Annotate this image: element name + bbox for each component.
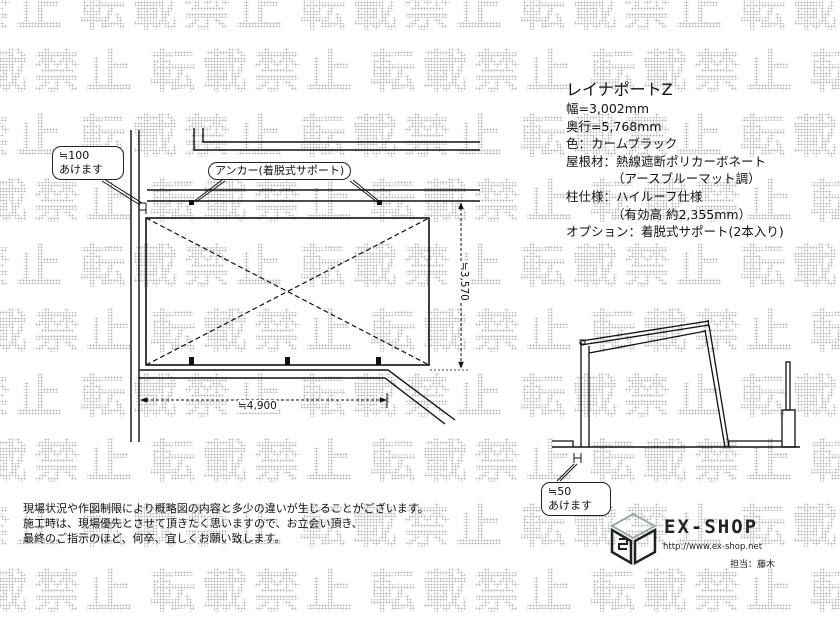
product-title: レイナポートZ bbox=[566, 80, 673, 99]
ex-shop-logo-icon bbox=[609, 512, 658, 566]
spec-roof-finish: （アースブルーマット調） bbox=[612, 171, 761, 187]
spec-post-type: 柱仕様：ハイルーフ仕様 bbox=[566, 188, 703, 204]
product-spec: レイナポートZ 幅=3,002mm 奥行=5,768mm 色：カームブラック 屋… bbox=[566, 80, 784, 241]
spec-color: 色：カームブラック bbox=[566, 136, 678, 152]
anchor-markers bbox=[189, 200, 382, 365]
dimension-depth-label: ≒3,570 bbox=[458, 262, 470, 301]
gap-callout-bottom: ≒50 あけます bbox=[541, 482, 611, 516]
note-line: 施工時は、現場優先とさせて頂きたく思いますので、お立会い頂き、 bbox=[23, 517, 363, 530]
spec-option: オプション：着脱式サポート(2本入り) bbox=[566, 224, 784, 240]
carport-drawing bbox=[101, 128, 800, 566]
gap-callout-top-value: ≒100 bbox=[59, 149, 90, 162]
gap-callout-top-label: あけます bbox=[59, 163, 103, 176]
logo-name: EX-SHOP bbox=[664, 516, 759, 538]
gap-callout-bottom-label: あけます bbox=[548, 499, 592, 512]
plan-view bbox=[101, 128, 480, 442]
disclaimer-note: 現場状況や作図制限により概略図の内容と多少の違いが生じることがございます。 施工… bbox=[23, 501, 429, 546]
dimension-width-label: ≒4,900 bbox=[238, 400, 277, 412]
gap-callout-bottom-value: ≒50 bbox=[548, 485, 572, 498]
spec-width: 幅=3,002mm bbox=[566, 101, 650, 116]
spec-post-height: （有効高 約2,355mm） bbox=[612, 206, 752, 222]
staff-name: 担当：藤木 bbox=[730, 560, 776, 570]
gap-callout-top: ≒100 あけます bbox=[52, 146, 124, 180]
note-line: 最終のご指示のほど、何卒、宜しくお願い致します。 bbox=[23, 532, 286, 545]
anchor-callout: アンカー(着脱式サポート) bbox=[208, 162, 352, 180]
side-view bbox=[552, 319, 800, 482]
spec-roof-material: 屋根材：熱線遮断ポリカーボネート bbox=[566, 153, 767, 169]
note-line: 現場状況や作図制限により概略図の内容と多少の違いが生じることがございます。 bbox=[23, 502, 429, 515]
logo-url[interactable]: http://www.ex-shop.net bbox=[663, 542, 763, 552]
spec-depth: 奥行=5,768mm bbox=[566, 118, 662, 134]
